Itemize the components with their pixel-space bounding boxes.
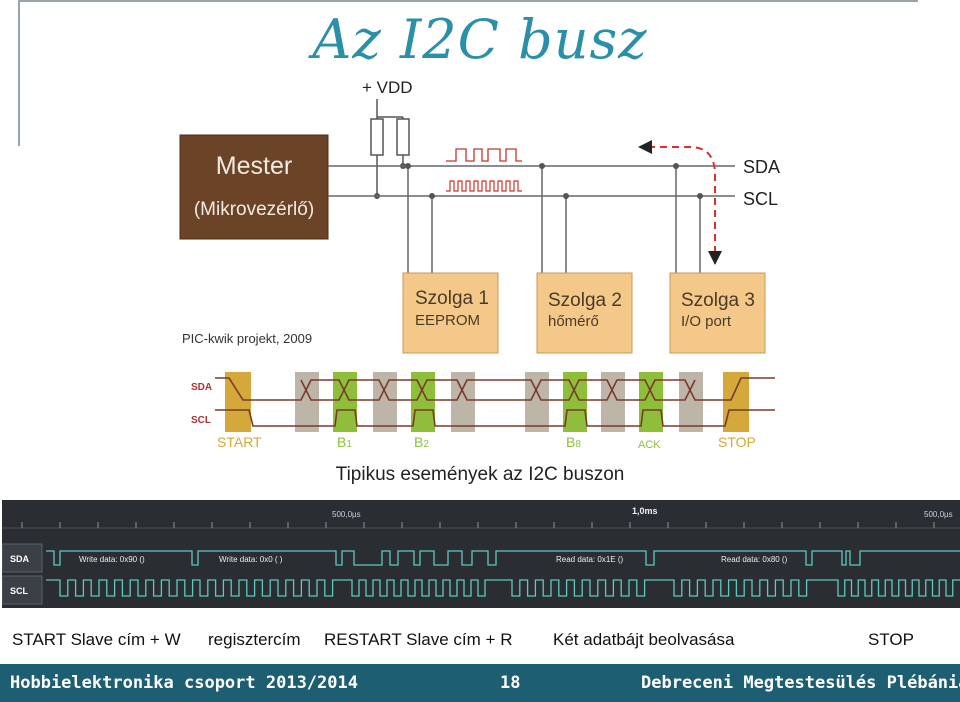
i2c-circuit-diagram: + VDD Mester (Mikrovezérlő) SDA SCL Szol… <box>179 78 780 354</box>
timing-b1-label: B1 <box>337 434 352 450</box>
timing-b2-label: B2 <box>414 434 429 450</box>
slave-1-desc: EEPROM <box>415 312 480 329</box>
slave-2-block <box>536 272 633 354</box>
data-flow-arrow-icon <box>648 146 716 253</box>
slave-2-name: Szolga 2 <box>548 290 622 311</box>
timing-bit-block <box>333 372 357 432</box>
legend-item-register: regisztercím <box>208 630 301 649</box>
circuit-credit: PIC-kwik projekt, 2009 <box>182 331 312 346</box>
master-title: Mester <box>216 152 292 180</box>
footer-page-number: 18 <box>500 673 521 693</box>
slave-1-name: Szolga 1 <box>415 288 489 309</box>
timing-gap-block <box>373 372 397 432</box>
timing-start-label: START <box>217 434 262 450</box>
slide-title: Az I2C busz <box>312 8 648 71</box>
timing-start-block <box>225 372 251 432</box>
master-subtitle: (Mikrovezérlő) <box>194 199 314 220</box>
la-scl-trace <box>46 579 960 597</box>
la-annotation-2: Write data: 0x0 ( ) <box>219 555 283 564</box>
slave-3-desc: I/O port <box>681 313 732 330</box>
timing-gap-block <box>295 372 319 432</box>
logic-analyzer-svg: 500,0µs 1,0ms 500,0µs SDA SCL Write data… <box>2 506 960 605</box>
time-mark-1: 500,0µs <box>332 510 361 519</box>
vdd-label: + VDD <box>362 78 413 97</box>
scl-bus-label: SCL <box>743 189 778 209</box>
logic-analyzer-capture: 500,0µs 1,0ms 500,0µs SDA SCL Write data… <box>2 500 960 608</box>
timing-scl-trace <box>215 409 775 427</box>
slide-frame-left <box>18 0 20 146</box>
legend-item-read-bytes: Két adatbájt beolvasása <box>553 630 735 649</box>
footer-organization: Debreceni Megtestesülés Plébánia <box>641 673 960 693</box>
pullup-resistor-sda <box>396 118 410 156</box>
timing-ack-label: ACK <box>638 439 661 451</box>
la-sda-channel-tag <box>2 543 43 573</box>
pullup-resistor-scl <box>370 118 384 156</box>
la-annotation-1: Write data: 0x90 () <box>79 555 145 564</box>
time-mark-3: 500,0µs <box>924 510 953 519</box>
i2c-timing-diagram: SDA SCL START B1 B2 B8 ACK STOP <box>191 372 775 451</box>
timing-bit-block <box>411 372 435 432</box>
sda-bus-label: SDA <box>743 157 780 177</box>
slave-1-block <box>402 272 499 354</box>
timing-sda-trace <box>215 377 775 401</box>
slave-3-name: Szolga 3 <box>681 290 755 311</box>
timing-sda-label: SDA <box>191 382 212 393</box>
slave-2-desc: hőmérő <box>548 313 599 330</box>
sda-pulse-icon <box>446 148 522 162</box>
master-block <box>179 134 329 240</box>
la-annotation-4: Read data: 0x80 () <box>721 555 788 564</box>
timing-b8-label: B8 <box>566 434 581 450</box>
la-annotation-3: Read data: 0x1E () <box>556 555 623 564</box>
slide-frame-top <box>18 0 918 2</box>
timing-bit-block <box>563 372 587 432</box>
timing-sda-trace-inverse <box>300 379 696 401</box>
la-sda-trace <box>46 550 960 566</box>
la-scl-label: SCL <box>10 586 29 596</box>
slide-footer: Hobbielektronika csoport 2013/2014 18 De… <box>0 664 960 702</box>
diagram-caption: Tipikus események az I2C buszon <box>335 464 625 485</box>
slave-3-block <box>669 272 766 354</box>
la-scl-channel-tag <box>2 575 43 605</box>
footer-group-name: Hobbielektronika csoport 2013/2014 <box>10 673 358 693</box>
legend-item-start-write: START Slave cím + W <box>12 630 181 649</box>
timing-stop-label: STOP <box>718 434 756 450</box>
timing-gap-block <box>601 372 625 432</box>
scl-pulse-icon <box>446 180 522 192</box>
timing-gap-block <box>451 372 475 432</box>
time-mark-2: 1,0ms <box>632 506 658 516</box>
timing-scl-label: SCL <box>191 415 211 426</box>
la-sda-label: SDA <box>10 554 30 564</box>
timing-stop-block <box>723 372 749 432</box>
timing-gap-block <box>679 372 703 432</box>
timing-bit-block <box>639 372 663 432</box>
legend-item-restart-read: RESTART Slave cím + R <box>324 630 513 649</box>
timing-gap-block <box>525 372 549 432</box>
legend-item-stop: STOP <box>868 630 914 649</box>
